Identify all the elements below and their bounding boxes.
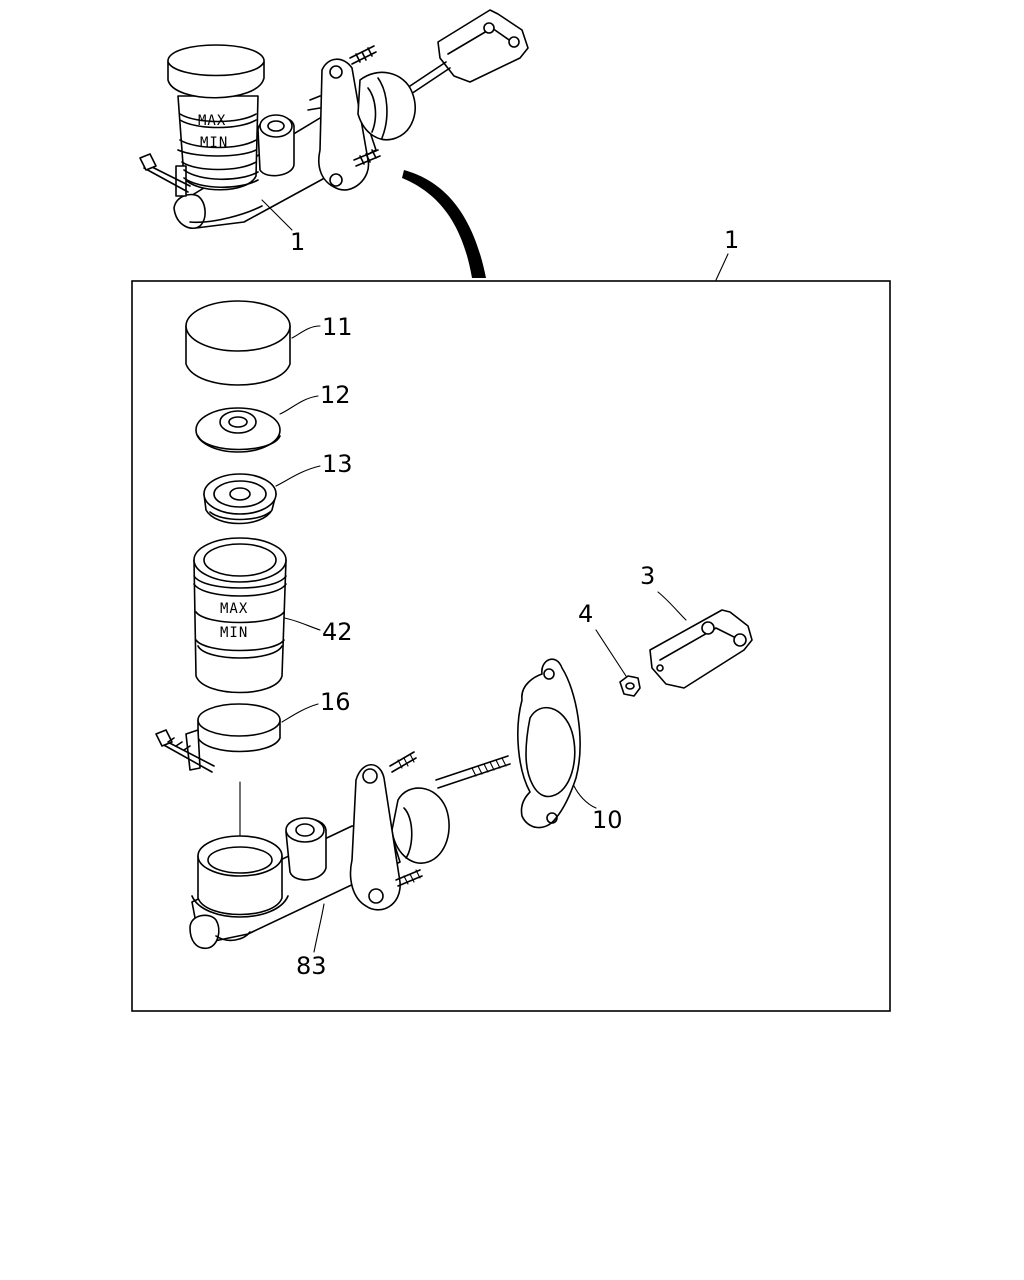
part-11-reservoir-cap	[185, 300, 291, 386]
assembled-flange	[307, 58, 370, 191]
assembled-outlet-port	[257, 114, 295, 177]
part-42-max-mark: MAX	[220, 601, 248, 617]
assembled-studs	[349, 45, 381, 167]
assembled-min-mark: MIN	[200, 135, 228, 151]
part-10-gasket	[517, 658, 581, 829]
part-4-nut	[619, 675, 641, 697]
callout-12: 12	[320, 381, 351, 409]
assembled-push-rod	[403, 61, 451, 97]
assembly-callout-top: 1	[290, 228, 305, 256]
assembled-clevis	[437, 9, 529, 83]
part-42-min-mark: MIN	[220, 625, 248, 641]
assembled-reservoir: MAX MIN	[167, 44, 265, 191]
exploded-view-frame	[131, 280, 891, 1012]
part-16-reservoir-clamp	[155, 703, 281, 773]
assembled-master-cylinder: MAX MIN 1	[139, 9, 529, 256]
part-13-reservoir-seal	[203, 473, 277, 525]
assembled-clamp	[139, 153, 259, 197]
part-83-master-cylinder-body	[189, 751, 511, 950]
assembled-boot	[357, 71, 416, 141]
callout-4: 4	[578, 600, 593, 628]
curved-arrow	[402, 170, 486, 278]
callout-10: 10	[592, 806, 623, 834]
assembly-callout-box: 1	[724, 226, 739, 254]
callout-42: 42	[322, 618, 353, 646]
part-3-clevis	[649, 609, 753, 689]
part-12-diaphragm	[195, 407, 281, 453]
callout-11: 11	[322, 313, 353, 341]
callout-83: 83	[296, 952, 327, 980]
part-42-reservoir: MAX MIN	[193, 537, 287, 694]
callout-16: 16	[320, 688, 351, 716]
callout-13: 13	[322, 450, 353, 478]
assembled-max-mark: MAX	[198, 113, 226, 129]
callout-3: 3	[640, 562, 655, 590]
